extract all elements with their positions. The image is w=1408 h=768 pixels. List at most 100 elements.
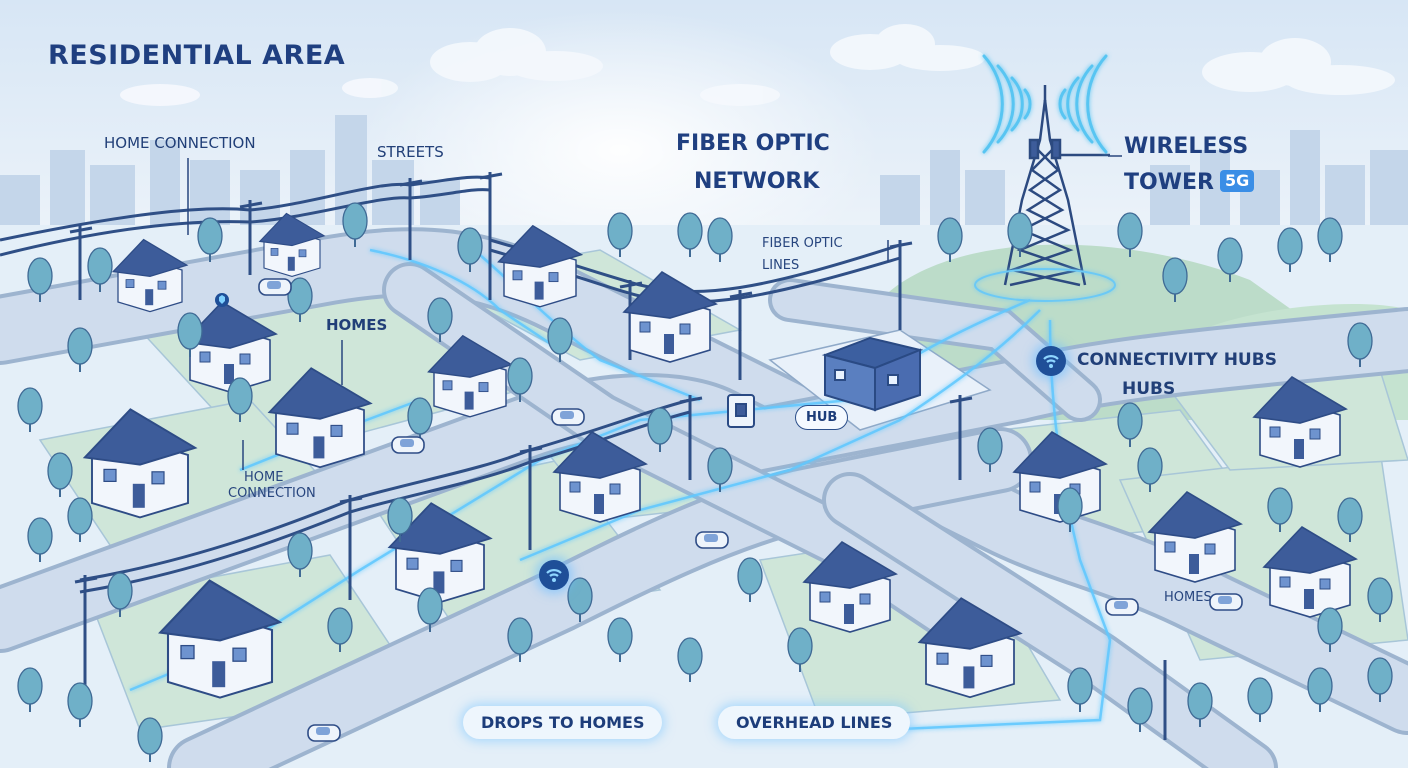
tree [197,217,223,262]
tree [287,532,313,577]
car [1105,598,1139,616]
tree [1317,607,1343,652]
tree [17,667,43,712]
tree [1127,687,1153,732]
tree [1247,677,1273,722]
tree [137,717,163,762]
tree [1187,682,1213,727]
house [258,212,326,277]
tree [977,427,1003,472]
tree [27,517,53,562]
tree [507,357,533,402]
connectivity-hubs-line1: CONNECTIVITY HUBS [1077,350,1277,370]
tree [17,387,43,432]
leader-lines [187,155,1122,470]
house [1252,375,1348,468]
signal-tower-icon [1003,85,1110,287]
house [82,408,198,519]
tree [227,377,253,422]
tree [67,682,93,727]
house [267,367,373,469]
houses [82,212,1358,699]
tree [427,297,453,342]
homes-label: HOMES [326,316,388,334]
home-connection-mid-line1: HOME [244,470,284,485]
fiber-optic-network-line2: NETWORK [694,169,820,194]
connectivity-hubs-line2: HUBS [1122,379,1176,399]
tree [1337,497,1363,542]
tree [607,212,633,257]
cars [258,278,1243,742]
tree [457,227,483,272]
tree [1317,217,1343,262]
house [427,334,514,418]
house [158,579,283,699]
trees [17,202,1393,762]
tower-base-ring [974,268,1116,302]
tree [1347,322,1373,367]
tree [1367,657,1393,702]
tree [107,572,133,617]
car [258,278,292,296]
clouds [120,24,1395,106]
tree [707,217,733,262]
house [182,300,278,393]
tree [27,257,53,302]
wifi-icon [539,560,569,590]
wireless-tower-text: TOWER [1124,170,1214,195]
fiber-optic-network-line1: FIBER OPTIC [676,131,830,156]
tree [287,277,313,322]
tree [327,607,353,652]
streets-label: STREETS [377,143,444,161]
overhead-lines-pill: OVERHEAD LINES [718,706,911,739]
drops-to-homes-pill: DROPS TO HOMES [463,706,663,739]
tree [1277,227,1303,272]
house [1147,490,1243,583]
house [387,502,493,604]
home-connection-top-label: HOME CONNECTION [104,134,256,152]
tree [87,247,113,292]
hub-label: HUB [795,405,849,430]
tree [1217,237,1243,282]
tree [677,637,703,682]
tree [937,217,963,262]
tree [1057,487,1083,532]
wifi-icon [1036,346,1066,376]
tree [47,452,73,497]
tree [1007,212,1033,257]
tree [177,312,203,357]
tree [1117,402,1143,447]
car [307,724,341,742]
shield-icon [215,293,229,307]
tree [387,497,413,542]
house [622,270,718,363]
tree [67,497,93,542]
badge-5g: 5G [1219,170,1255,192]
tree [507,617,533,662]
tree [1307,667,1333,712]
car [551,408,585,426]
car [695,531,729,549]
tree [1162,257,1188,302]
tree [737,557,763,602]
tree [1067,667,1093,712]
tree [417,587,443,632]
house [802,540,898,633]
hub-building [821,336,924,412]
tree [677,212,703,257]
tree [547,317,573,362]
tree [567,577,593,622]
utility-poles [0,175,901,594]
fiber-optic-lines-line1: FIBER OPTIC [762,236,843,251]
house [552,430,648,523]
tower-signal-waves [982,54,1108,154]
tree [787,627,813,672]
tree [1117,212,1143,257]
tree [607,617,633,662]
tree [342,202,368,247]
house [917,597,1023,699]
tree [1367,577,1393,622]
